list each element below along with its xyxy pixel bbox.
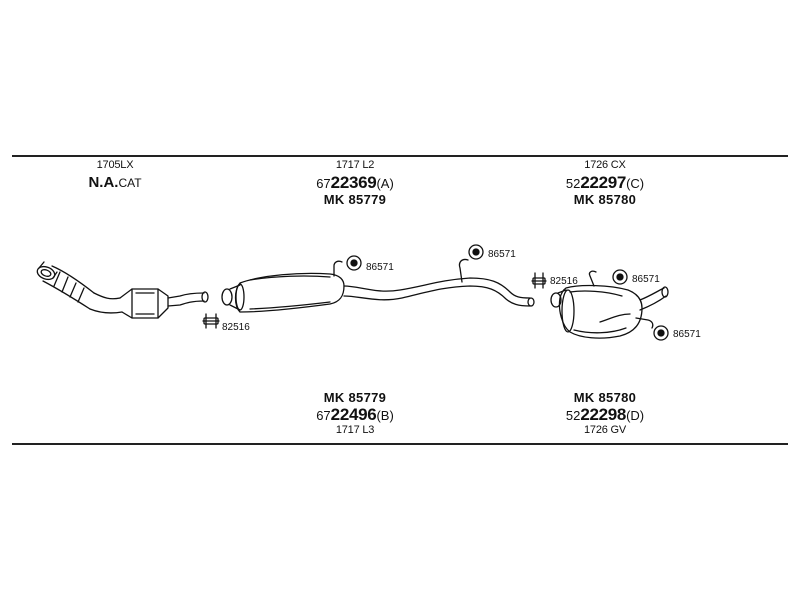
hanger-rubber-1 [346, 255, 362, 271]
part-suffix: (B) [376, 408, 394, 423]
hanger-rubber-2 [468, 244, 484, 260]
rear-muffler-part-number: 5222297(C) [530, 174, 680, 191]
part-suffix: (C) [626, 176, 645, 191]
clamp-1 [202, 313, 220, 329]
rear-pipe-mk: MK 85780 [573, 390, 637, 405]
top-label-center-muffler: 1717 L2 6722369(A) MK 85779 [280, 159, 430, 207]
part-prefix: 67 [316, 408, 331, 423]
part-prefix: 52 [565, 176, 581, 191]
callout-hanger-3: 86571 [632, 274, 660, 285]
part-suffix: (A) [376, 176, 394, 191]
bottom-label-center-pipe: MK 85779 6722496(B) 1717 L3 [280, 391, 430, 436]
top-label-catalyst: 1705LX N.A.CAT [60, 159, 170, 191]
bottom-rule [12, 443, 788, 445]
catalyst-title: N.A.CAT [60, 175, 170, 190]
callout-hanger-2: 86571 [488, 249, 516, 260]
top-rule [12, 155, 788, 157]
callout-hanger-4: 86571 [673, 329, 701, 340]
part-suffix: (D) [626, 408, 645, 423]
clamp-2 [531, 272, 547, 289]
part-main: 22496 [330, 405, 377, 424]
bottom-label-rear-pipe: MK 85780 5222298(D) 1726 GV [530, 391, 680, 436]
rear-muffler-mk: MK 85780 [573, 192, 637, 207]
front-pipe-catalyst [36, 261, 209, 319]
rear-pipe-code: 1726 GV [583, 424, 627, 436]
center-muffler [221, 258, 535, 313]
catalyst-code: 1705LX [96, 159, 134, 171]
hanger-rubber-4 [653, 325, 669, 341]
part-prefix: 67 [316, 176, 331, 191]
catalyst-title-small: CAT [118, 176, 142, 190]
part-main: 22298 [580, 405, 627, 424]
rear-pipe-part-number: 5222298(D) [530, 406, 680, 423]
callout-clamp-1: 82516 [222, 322, 250, 333]
center-muffler-part-number: 6722369(A) [280, 174, 430, 191]
rear-muffler-code: 1726 CX [584, 159, 626, 171]
part-prefix: 52 [565, 408, 581, 423]
center-muffler-code: 1717 L2 [335, 159, 375, 171]
part-main: 22369 [330, 173, 377, 192]
callout-hanger-1: 86571 [366, 262, 394, 273]
part-main: 22297 [580, 173, 627, 192]
top-label-rear-muffler: 1726 CX 5222297(C) MK 85780 [530, 159, 680, 207]
catalyst-title-bold: N.A. [88, 174, 119, 191]
center-pipe-code: 1717 L3 [335, 424, 375, 436]
callout-clamp-2: 82516 [550, 276, 578, 287]
center-pipe-mk: MK 85779 [323, 390, 387, 405]
center-pipe-part-number: 6722496(B) [280, 406, 430, 423]
hanger-rubber-3 [612, 269, 628, 285]
center-muffler-mk: MK 85779 [323, 192, 387, 207]
rear-muffler [550, 270, 669, 339]
